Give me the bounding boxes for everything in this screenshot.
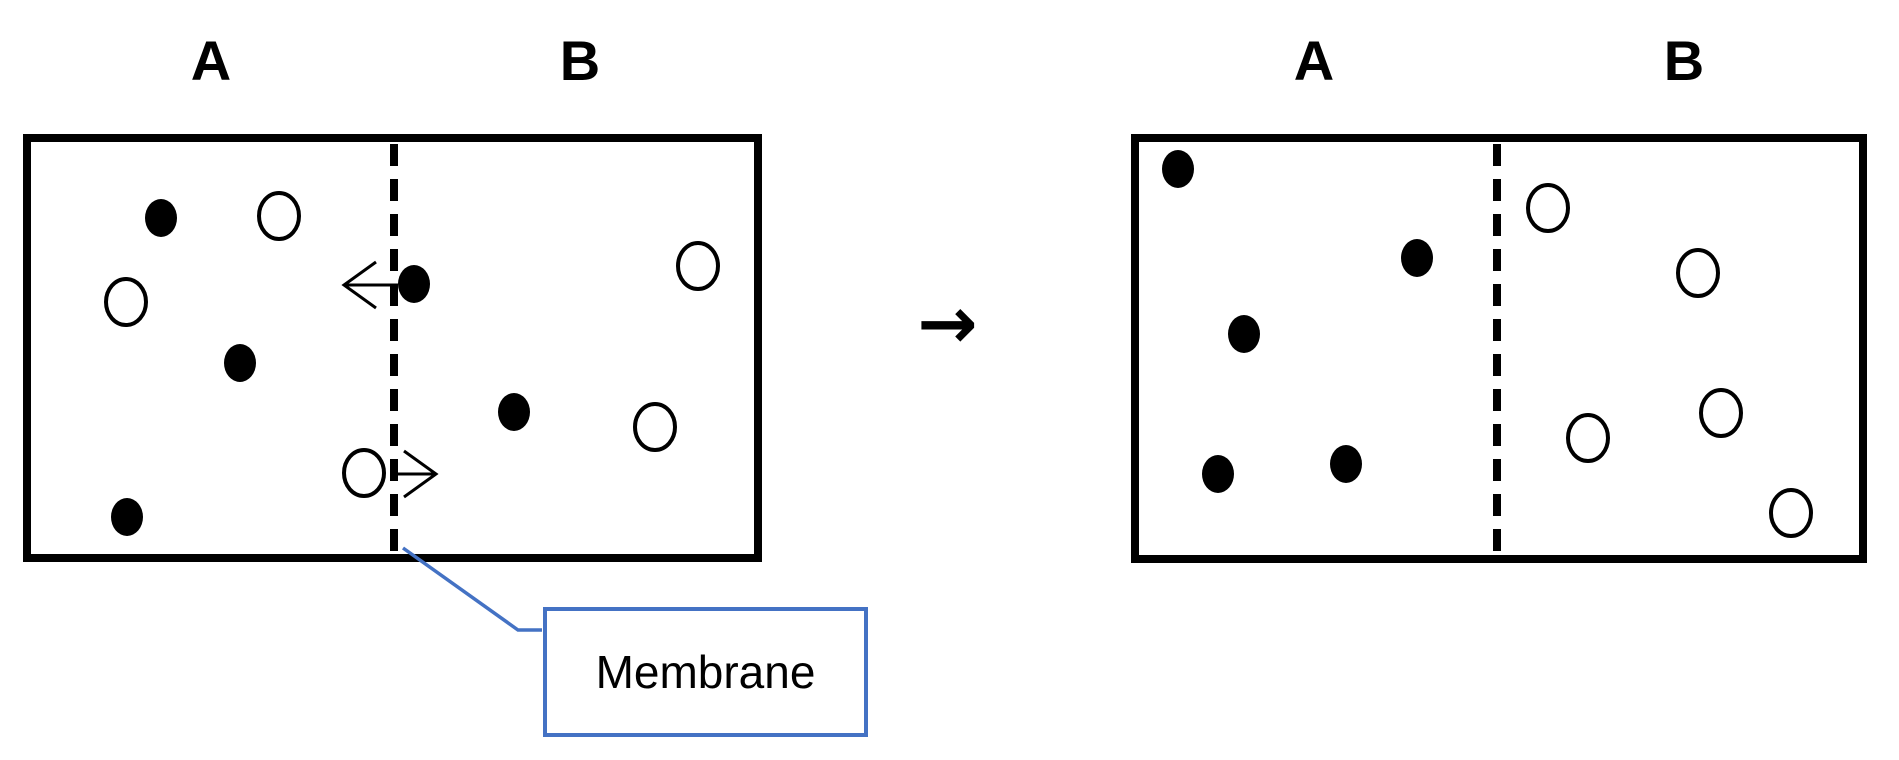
- after-compartment-a-label: A: [1293, 29, 1335, 92]
- diffusion-arrow-head: [403, 449, 439, 499]
- particle-filled: [224, 344, 256, 382]
- particle-open: [1526, 183, 1570, 233]
- particle-filled: [1162, 150, 1194, 188]
- particle-filled: [398, 265, 430, 303]
- particle-open: [1699, 388, 1743, 438]
- particle-open: [633, 402, 677, 452]
- particle-filled: [1401, 239, 1433, 277]
- transition-arrow-icon: →: [917, 281, 978, 365]
- particle-open: [104, 277, 148, 327]
- particle-filled: [145, 199, 177, 237]
- callout-leader-line: [401, 546, 542, 632]
- particle-filled: [111, 498, 143, 536]
- particle-filled: [498, 393, 530, 431]
- membrane-callout-box: Membrane: [543, 607, 868, 737]
- particle-open: [676, 241, 720, 291]
- particle-filled: [1202, 455, 1234, 493]
- after-compartment-b-label: B: [1663, 29, 1705, 92]
- particle-open: [1566, 413, 1610, 463]
- particle-filled: [1330, 445, 1362, 483]
- particle-open: [1769, 488, 1813, 538]
- particle-filled: [1228, 315, 1260, 353]
- particle-open: [257, 191, 301, 241]
- membrane-callout-label: Membrane: [595, 646, 816, 698]
- after-container-box: [1131, 134, 1867, 563]
- particle-open: [1676, 248, 1720, 298]
- before-compartment-b-label: B: [559, 29, 601, 92]
- before-container-box: [23, 134, 762, 562]
- before-compartment-a-label: A: [190, 29, 232, 92]
- diffusion-arrow-head: [341, 260, 377, 310]
- particle-open: [342, 448, 386, 498]
